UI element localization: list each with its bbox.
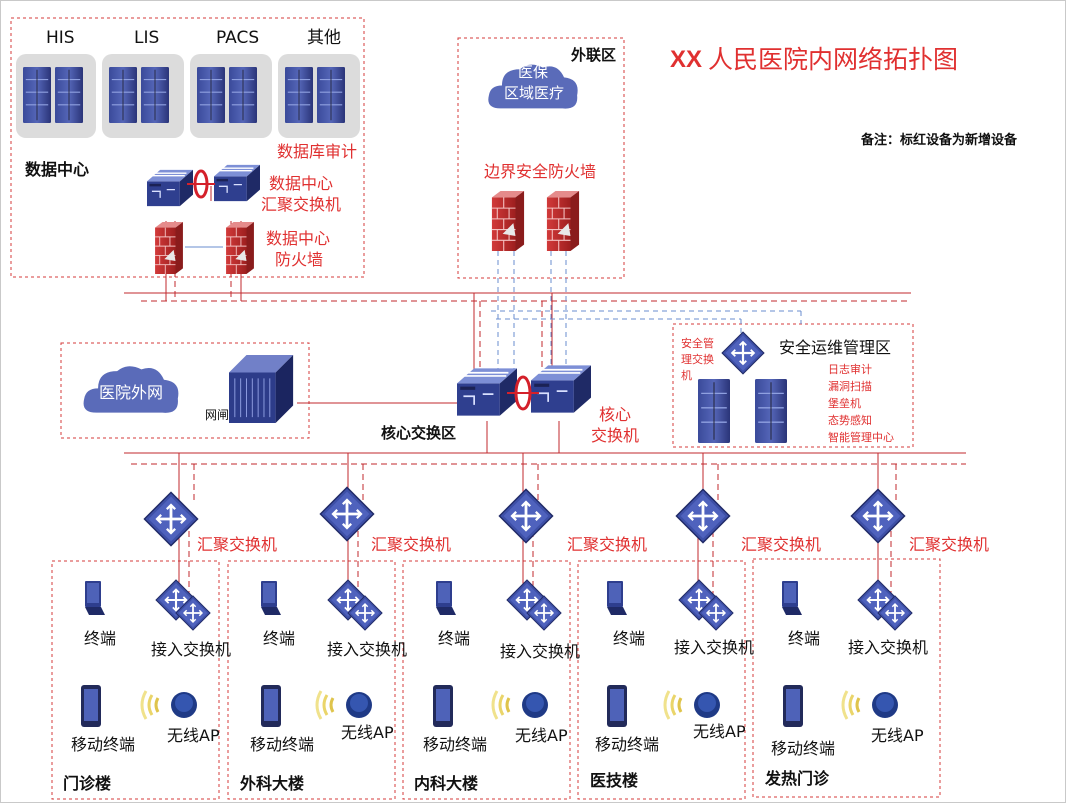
security-ops-zone [672,323,914,448]
border-firewall-label: 边界安全防火墙 [484,162,597,181]
terminal-label: 终端 [84,629,117,648]
building-zone-4 [577,560,746,800]
building-label: 发热门诊 [765,769,830,788]
mgmt-switch-label-2: 理交换 [681,353,714,366]
ap-label: 无线AP [515,726,568,745]
access-switch-label: 接入交换机 [500,642,581,661]
access-switch-label: 接入交换机 [327,640,408,659]
data-center-label: 数据中心 [25,160,90,179]
cloud-label-1: 医保 [518,63,549,81]
external-zone-label: 外联区 [571,46,617,64]
dc-firewall-label-1: 数据中心 [266,229,331,248]
mobile-label: 移动终端 [771,739,836,758]
terminal-label: 终端 [438,629,471,648]
access-switch-label: 接入交换机 [848,638,929,657]
extranet-cloud-label: 医院外网 [99,383,164,402]
sec-item-bastion: 堡垒机 [828,397,861,410]
agg-switch-label-2: 汇聚交换机 [371,535,452,554]
security-ops-label: 安全运维管理区 [779,338,892,357]
ap-label: 无线AP [693,722,746,741]
core-switch-label-2: 交换机 [591,426,640,445]
server-label-pacs: PACS [216,28,260,48]
mobile-label: 移动终端 [250,735,315,754]
sec-item-log-audit: 日志审计 [828,363,872,376]
server-label-other: 其他 [307,28,341,48]
title-prefix: XX [670,46,703,73]
core-switch-label-1: 核心 [599,405,632,424]
building-label: 外科大楼 [240,774,305,793]
core-zone-label: 核心交换区 [381,424,457,442]
extranet-zone [60,342,310,439]
data-center-zone [10,17,365,278]
mgmt-switch-label-3: 机 [681,369,692,382]
server-label-lis: LIS [134,28,160,48]
ap-label: 无线AP [167,726,220,745]
terminal-label: 终端 [788,629,821,648]
sec-item-situation: 态势感知 [828,414,872,427]
access-switch-label: 接入交换机 [674,638,755,657]
building-zone-1 [51,560,220,800]
building-zone-5 [752,558,941,798]
external-zone [457,37,625,279]
agg-switch-label-4: 汇聚交换机 [741,535,822,554]
building-label: 门诊楼 [63,774,112,793]
building-zone-2 [227,560,396,800]
mgmt-switch-label-1: 安全管 [681,337,714,350]
gatekeeper-label: 网闸 [205,408,230,422]
building-label: 内科大楼 [414,774,479,793]
dc-agg-switch-label-1: 数据中心 [269,174,334,193]
ap-label: 无线AP [871,726,924,745]
agg-switch-label-5: 汇聚交换机 [909,535,990,554]
mobile-label: 移动终端 [595,735,660,754]
agg-switch-label-1: 汇聚交换机 [197,535,278,554]
building-label: 医技楼 [590,771,639,790]
page-title: 人民医院内网络拓扑图 [708,45,959,74]
ap-label: 无线AP [341,723,394,742]
access-switch-label: 接入交换机 [151,640,232,659]
dc-agg-switch-label-2: 汇聚交换机 [261,195,342,214]
terminal-label: 终端 [613,629,646,648]
agg-switch-label-3: 汇聚交换机 [567,535,648,554]
cloud-label-2: 区域医疗 [504,84,565,102]
sec-item-vuln-scan: 漏洞扫描 [828,380,872,393]
note: 备注：标红设备为新增设备 [861,133,1018,148]
mobile-label: 移动终端 [423,735,488,754]
terminal-label: 终端 [263,629,296,648]
server-label-his: HIS [46,28,75,48]
building-zone-3 [402,560,571,800]
mobile-label: 移动终端 [71,735,136,754]
db-audit-label: 数据库审计 [277,142,358,161]
sec-item-smart-mgmt: 智能管理中心 [828,431,894,444]
dc-firewall-label-2: 防火墙 [275,250,324,269]
